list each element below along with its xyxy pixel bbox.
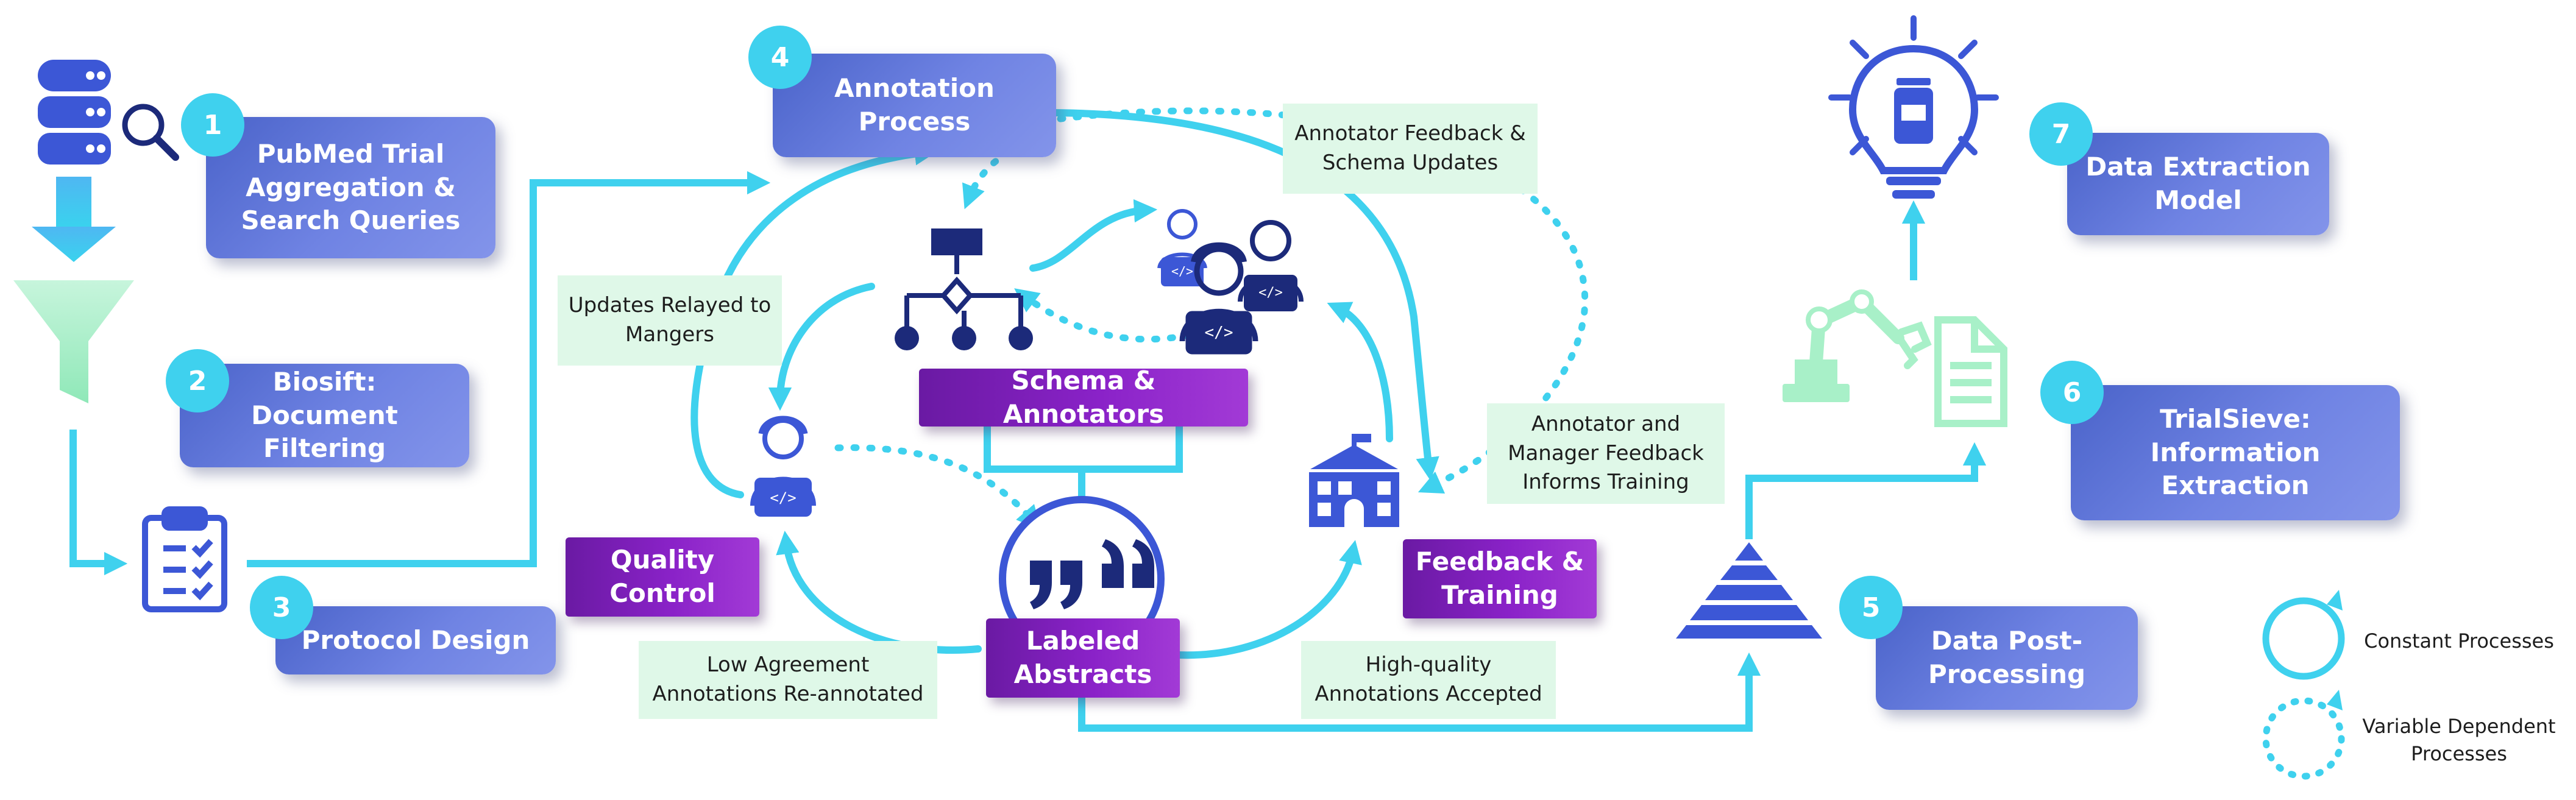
arrow-pyramid-to-trialsieve	[1745, 442, 1987, 539]
robot-arm-icon	[1783, 289, 1932, 402]
labeled-abstracts-label: Labeled Abstracts	[986, 618, 1180, 698]
schema-annotators-label: Schema & Annotators	[919, 366, 1248, 429]
lightbulb-icon	[1828, 15, 1999, 199]
annotator-small-left	[1157, 209, 1207, 286]
arrow-big-loop-right	[947, 108, 1439, 481]
feedback-training-label: Feedback & Training	[1403, 539, 1597, 618]
step-4-box: Annotation Process	[773, 54, 1056, 157]
note-high-quality: High-quality Annotations Accepted	[1301, 641, 1556, 719]
svg-text:</>: </>	[770, 489, 796, 506]
svg-text:</>: </>	[1205, 324, 1233, 342]
note-manager-feedback: Annotator and Manager Feedback Informs T…	[1487, 403, 1725, 504]
legend-constant-icon	[2262, 590, 2345, 680]
annotator-front	[1179, 242, 1258, 355]
schema-hierarchy-icon	[895, 228, 1033, 350]
legend-constant-label: Constant Processes	[2364, 629, 2554, 653]
arrow-hierarchy-to-annotator	[768, 283, 875, 411]
document-icon	[1934, 316, 2007, 427]
arrow-filter-to-protocol	[69, 430, 128, 576]
funnel-icon	[13, 280, 134, 403]
annotator-right	[1238, 220, 1304, 311]
annotator-group-icon: </> </> </>	[1157, 209, 1304, 355]
annotator-icon: </>	[750, 416, 816, 517]
pyramid-icon	[1676, 542, 1822, 639]
arrow-hierarchy-to-annotators	[1029, 199, 1158, 272]
legend-variable-icon	[2262, 697, 2345, 780]
arrow-protocol-to-annotation	[247, 171, 771, 567]
step-4-badge: 4	[748, 26, 812, 89]
step-5-badge: 5	[1839, 576, 1903, 639]
clipboard-checklist-icon	[142, 506, 227, 612]
step-6-badge: 6	[2040, 361, 2104, 424]
dotted-annotator-to-labeled	[834, 444, 1041, 530]
step-3-box: Protocol Design	[275, 606, 556, 674]
arrow-annotator-to-labeled	[776, 530, 982, 654]
dotted-arrows	[834, 107, 1589, 530]
dotted-annotation-to-schema	[962, 149, 1012, 210]
step-2-box: Biosift: Document Filtering	[180, 364, 469, 467]
magnifier-icon	[122, 104, 179, 161]
legend-variable-label: Variable Dependent Processes	[2362, 715, 2556, 765]
legend-variable-arrowhead	[2327, 690, 2343, 710]
arrow-labeled-to-feedback	[1176, 540, 1362, 659]
step-7-badge: 7	[2029, 102, 2093, 166]
note-annotator-feedback: Annotator Feedback & Schema Updates	[1283, 104, 1538, 194]
step-3-badge: 3	[250, 576, 313, 639]
step-1-box: PubMed Trial Aggregation & Search Querie…	[206, 117, 495, 258]
down-arrow-icon	[32, 177, 116, 262]
note-low-agreement: Low Agreement Annotations Re-annotated	[639, 641, 937, 719]
svg-text:</>: </>	[1258, 285, 1283, 300]
arrow-schema-to-labeled-right	[1078, 423, 1183, 473]
step-1-badge: 1	[181, 93, 244, 157]
dotted-annotators-to-hierarchy	[1014, 288, 1192, 343]
step-2-badge: 2	[166, 349, 229, 412]
school-building-icon	[1309, 434, 1399, 527]
database-icon	[38, 60, 111, 165]
dotted-loop-to-feedback	[1057, 107, 1589, 494]
step-5-box: Data Post- Processing	[1876, 606, 2138, 710]
note-updates-relayed: Updates Relayed to Mangers	[558, 275, 782, 366]
arrow-feedback-to-annotators	[1327, 302, 1393, 442]
svg-text:</>: </>	[1171, 264, 1193, 278]
step-7-box: Data Extraction Model	[2067, 133, 2329, 235]
step-6-box: TrialSieve: Information Extraction	[2071, 385, 2400, 520]
quality-control-label: Quality Control	[566, 537, 759, 617]
